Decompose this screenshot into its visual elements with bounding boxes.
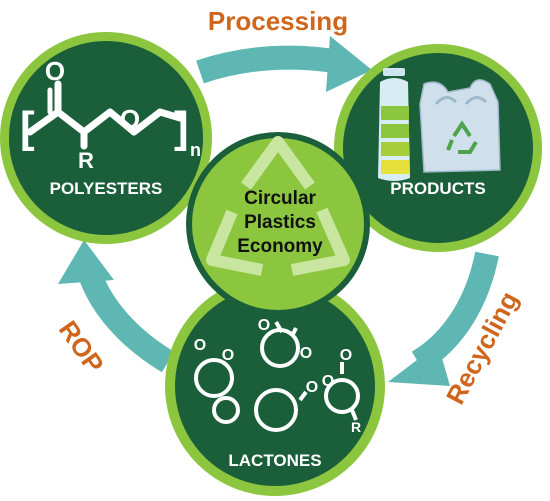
processing-label: Processing bbox=[208, 6, 348, 36]
lactone-o-label: O bbox=[258, 317, 270, 334]
polyester-structure-icon bbox=[26, 80, 184, 150]
products-node: PRODUCTS bbox=[334, 44, 542, 252]
lactone-ring-icons bbox=[194, 320, 360, 432]
lactone-o-label: O bbox=[194, 337, 206, 354]
products-label: PRODUCTS bbox=[390, 179, 485, 198]
lactones-node: O O O O O O O R LACTONES bbox=[165, 276, 385, 496]
recycling-arrow bbox=[388, 251, 499, 386]
bracket-open: [ bbox=[20, 103, 35, 152]
rop-label: ROP bbox=[53, 315, 110, 378]
subscript-n: n bbox=[190, 140, 201, 160]
lactone-o-label: O bbox=[222, 347, 234, 364]
center-node: Circular Plastics Economy bbox=[186, 132, 370, 316]
lactone-r-group-label: R bbox=[351, 419, 361, 435]
recycle-symbol-icon bbox=[446, 120, 478, 154]
bracket-close: ] bbox=[174, 103, 189, 152]
lactone-o-label: O bbox=[340, 347, 352, 364]
polyesters-node: O O R [ ] n POLYESTERS bbox=[0, 32, 212, 244]
rop-arrow bbox=[58, 240, 175, 373]
center-recycle-icon bbox=[206, 136, 350, 276]
polyesters-label: POLYESTERS bbox=[50, 179, 163, 198]
carbonyl-o-label: O bbox=[45, 56, 65, 86]
lactone-o-label: O bbox=[300, 345, 312, 362]
center-line-2: Plastics bbox=[244, 212, 316, 233]
center-line-1: Circular bbox=[244, 188, 316, 209]
lactones-label: LACTONES bbox=[228, 451, 321, 470]
lactone-o-label: O bbox=[322, 373, 334, 390]
r-group-label: R bbox=[78, 148, 94, 173]
plastic-bottle-icon bbox=[378, 68, 410, 181]
lactone-o-label: O bbox=[306, 379, 318, 396]
ester-o-label: O bbox=[120, 104, 140, 134]
processing-arrow bbox=[196, 36, 372, 92]
center-line-3: Economy bbox=[237, 236, 323, 257]
